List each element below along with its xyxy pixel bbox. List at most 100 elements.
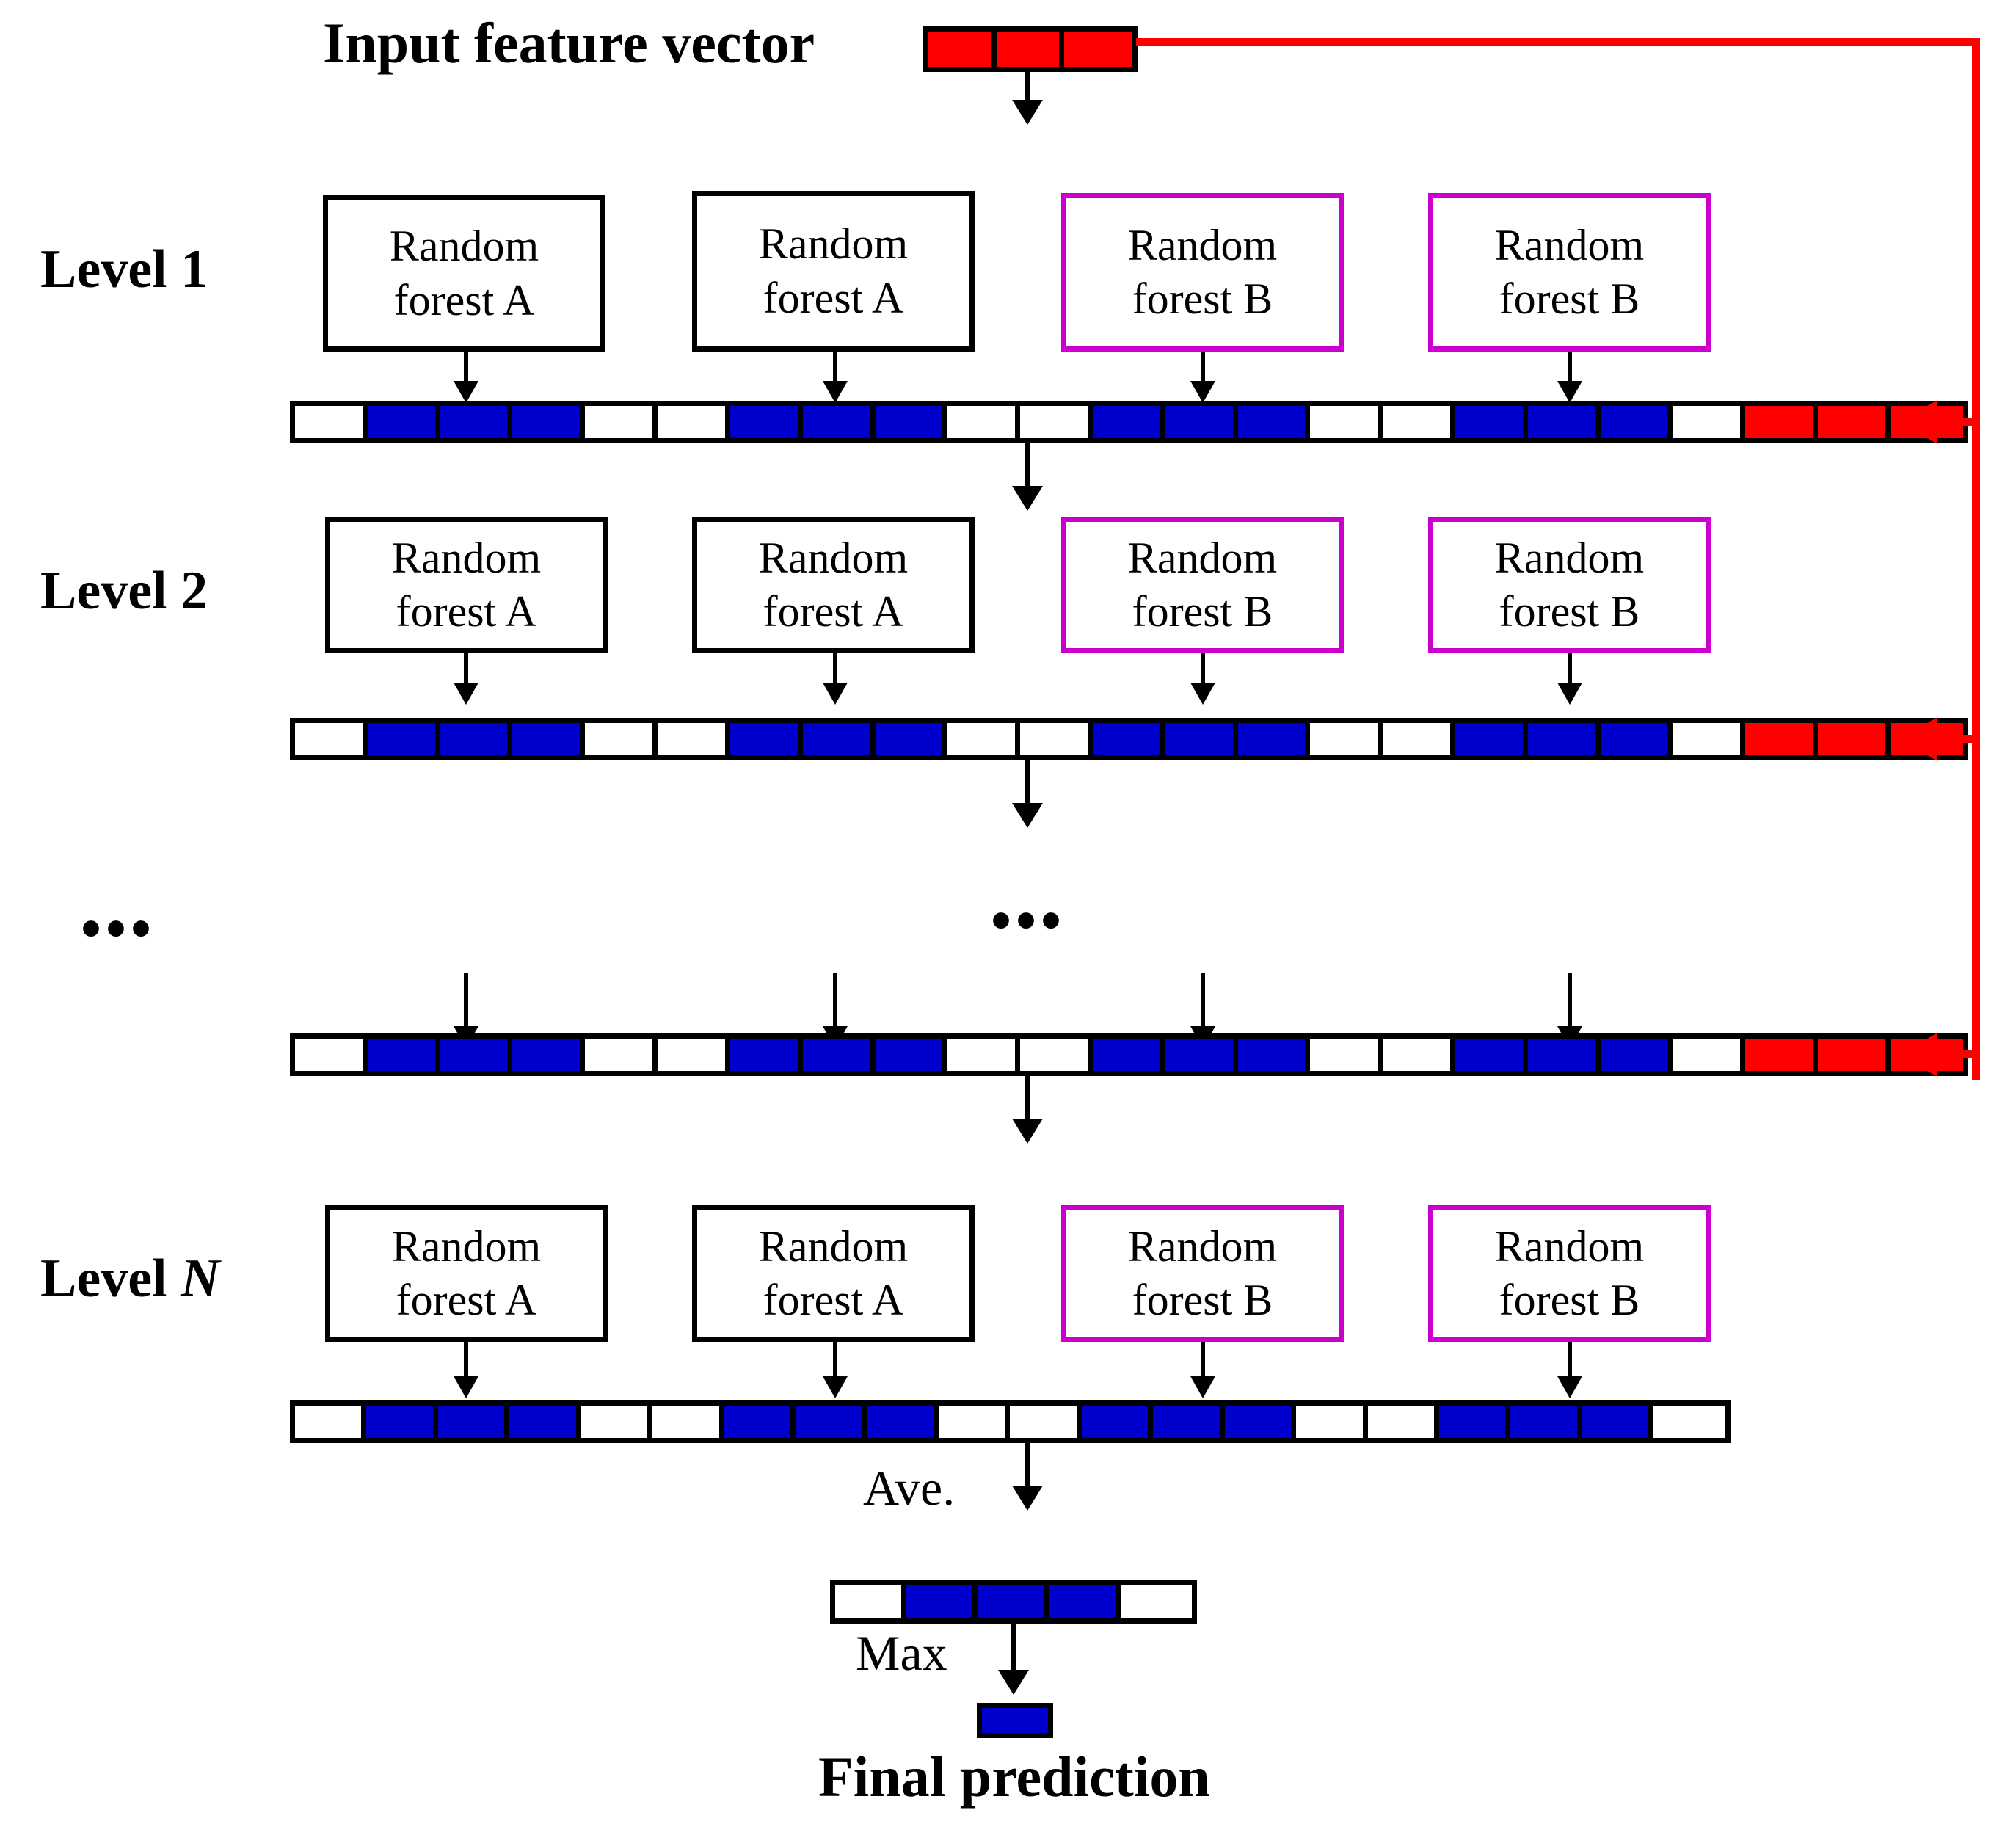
level-1-vector-cell-5 (585, 406, 658, 438)
input-feature-vector-title: Input feature vector (323, 11, 815, 75)
level-2-vector-cell-11 (1020, 723, 1093, 755)
forest-label-line2: forest A (763, 1276, 904, 1324)
forest-label-line2: forest B (1132, 587, 1273, 636)
level-n-vector-cell-7 (724, 1406, 796, 1438)
forest-label-line2: forest B (1499, 275, 1640, 323)
forest-label-line2: forest A (763, 273, 904, 322)
level-dots-vector-cell-16 (1383, 1039, 1455, 1071)
level-1-vector-cell-4 (512, 406, 586, 438)
level-1-vector-cell-9 (875, 406, 948, 438)
level-1-vector-cell-22 (1818, 406, 1891, 438)
level-2-vector-cell-8 (802, 723, 876, 755)
level-n-vector-cell-9 (867, 1406, 939, 1438)
vector-cell (1064, 32, 1132, 67)
level-n-vector-cell-5 (581, 1406, 653, 1438)
level-dots-vector-cell-8 (802, 1039, 876, 1071)
level-1-label-value: 1 (181, 239, 208, 299)
red-feedback-stub-level2 (1937, 735, 1980, 743)
forest-label-line2: forest A (763, 587, 904, 636)
forest-label-line1: Random (1494, 1221, 1645, 1271)
level-n-vector-cell-2 (366, 1406, 438, 1438)
final-vector-cell-1 (982, 1708, 1048, 1733)
level-2-label: Level 2 (40, 564, 208, 618)
level-2-forest-4[interactable]: Random forest B (1428, 517, 1711, 653)
red-feedback-arrow-level2 (1899, 717, 1937, 761)
level-dots-vector-cell-7 (729, 1039, 803, 1071)
average-vector-cell-1 (835, 1585, 907, 1618)
level-n-forest-3[interactable]: Random forest B (1061, 1205, 1344, 1342)
level-1-forest-4[interactable]: Random forest B (1428, 193, 1711, 352)
level-dots-vector-cell-19 (1600, 1039, 1673, 1071)
level-dots-vector-cell-10 (947, 1039, 1021, 1071)
red-feedback-arrow-level-dots (1899, 1033, 1937, 1077)
level-2-vector-cell-1 (295, 723, 368, 755)
level-2-forest-1[interactable]: Random forest A (325, 517, 608, 653)
level-1-vector-cell-16 (1383, 406, 1455, 438)
level-2-vector-cell-2 (367, 723, 440, 755)
forest-label-line1: Random (1494, 220, 1645, 269)
level-2-label-text: Level (40, 561, 167, 621)
level-n-vector-cell-19 (1582, 1406, 1654, 1438)
level-n-vector-cell-4 (509, 1406, 581, 1438)
average-vector-cell-2 (906, 1585, 978, 1618)
level-2-output-vector (290, 718, 1968, 760)
forest-label-line1: Random (758, 1221, 909, 1271)
level-n-vector-cell-10 (938, 1406, 1011, 1438)
level-2-vector-cell-17 (1455, 723, 1528, 755)
level-2-vector-cell-7 (729, 723, 803, 755)
level-n-vector-cell-1 (295, 1406, 367, 1438)
red-feedback-stub-level1 (1937, 418, 1980, 426)
level-dots-vector-cell-20 (1673, 1039, 1746, 1071)
red-feedback-line-vertical (1972, 38, 1980, 1080)
level-1-vector-cell-3 (440, 406, 513, 438)
level-dots-vector-cell-22 (1818, 1039, 1891, 1071)
forest-label-line1: Random (758, 219, 909, 269)
level-2-vector-cell-5 (585, 723, 658, 755)
level-n-label-value: N (181, 1249, 220, 1309)
vector-cell (996, 32, 1065, 67)
level-1-vector-cell-10 (947, 406, 1021, 438)
level-n-vector-cell-16 (1367, 1406, 1439, 1438)
level-1-vector-cell-17 (1455, 406, 1528, 438)
level-dots-vector-cell-18 (1527, 1039, 1601, 1071)
final-prediction-vector (977, 1703, 1053, 1738)
level-ellipsis-left: ••• (81, 897, 156, 962)
level-n-label: Level N (40, 1251, 220, 1306)
level-1-vector-cell-2 (367, 406, 440, 438)
input-feature-vector (923, 26, 1138, 72)
forest-label-line1: Random (391, 533, 542, 582)
level-2-forest-3[interactable]: Random forest B (1061, 517, 1344, 653)
level-1-forest-1[interactable]: Random forest A (323, 195, 605, 352)
level-1-label-text: Level (40, 239, 167, 299)
forest-label-line1: Random (1127, 533, 1278, 582)
level-1-output-vector (290, 401, 1968, 443)
level-n-vector-cell-6 (652, 1406, 724, 1438)
forest-label-line2: forest B (1132, 1276, 1273, 1324)
level-2-vector-cell-12 (1092, 723, 1165, 755)
level-n-forest-4[interactable]: Random forest B (1428, 1205, 1711, 1342)
level-dots-vector-cell-17 (1455, 1039, 1528, 1071)
level-1-vector-cell-20 (1673, 406, 1746, 438)
level-n-forest-2[interactable]: Random forest A (692, 1205, 975, 1342)
forest-label-line2: forest B (1499, 1276, 1640, 1324)
level-dots-vector-cell-13 (1165, 1039, 1238, 1071)
level-2-vector-cell-21 (1745, 723, 1819, 755)
level-1-forest-3[interactable]: Random forest B (1061, 193, 1344, 352)
level-1-forest-2[interactable]: Random forest A (692, 191, 975, 352)
vector-cell (928, 32, 997, 67)
level-2-vector-cell-19 (1600, 723, 1673, 755)
level-1-vector-cell-7 (729, 406, 803, 438)
level-1-label: Level 1 (40, 242, 208, 297)
level-1-vector-cell-11 (1020, 406, 1093, 438)
forest-label-line2: forest A (396, 587, 537, 636)
forest-label-line1: Random (758, 533, 909, 582)
forest-label-line2: forest A (396, 1276, 537, 1324)
level-ellipsis-center: ••• (991, 889, 1066, 953)
level-2-vector-cell-4 (512, 723, 586, 755)
level-n-forest-1[interactable]: Random forest A (325, 1205, 608, 1342)
level-2-forest-2[interactable]: Random forest A (692, 517, 975, 653)
level-n-vector-cell-18 (1510, 1406, 1582, 1438)
level-dots-vector-cell-2 (367, 1039, 440, 1071)
level-dots-vector-cell-4 (512, 1039, 586, 1071)
